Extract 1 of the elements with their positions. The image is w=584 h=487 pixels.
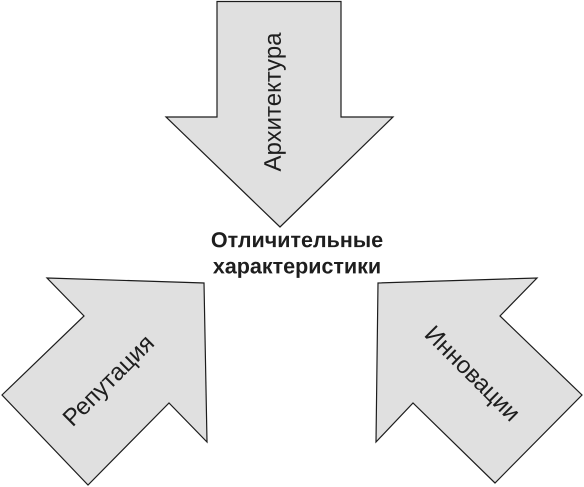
center-text: Отличительные характеристики [212, 232, 382, 278]
